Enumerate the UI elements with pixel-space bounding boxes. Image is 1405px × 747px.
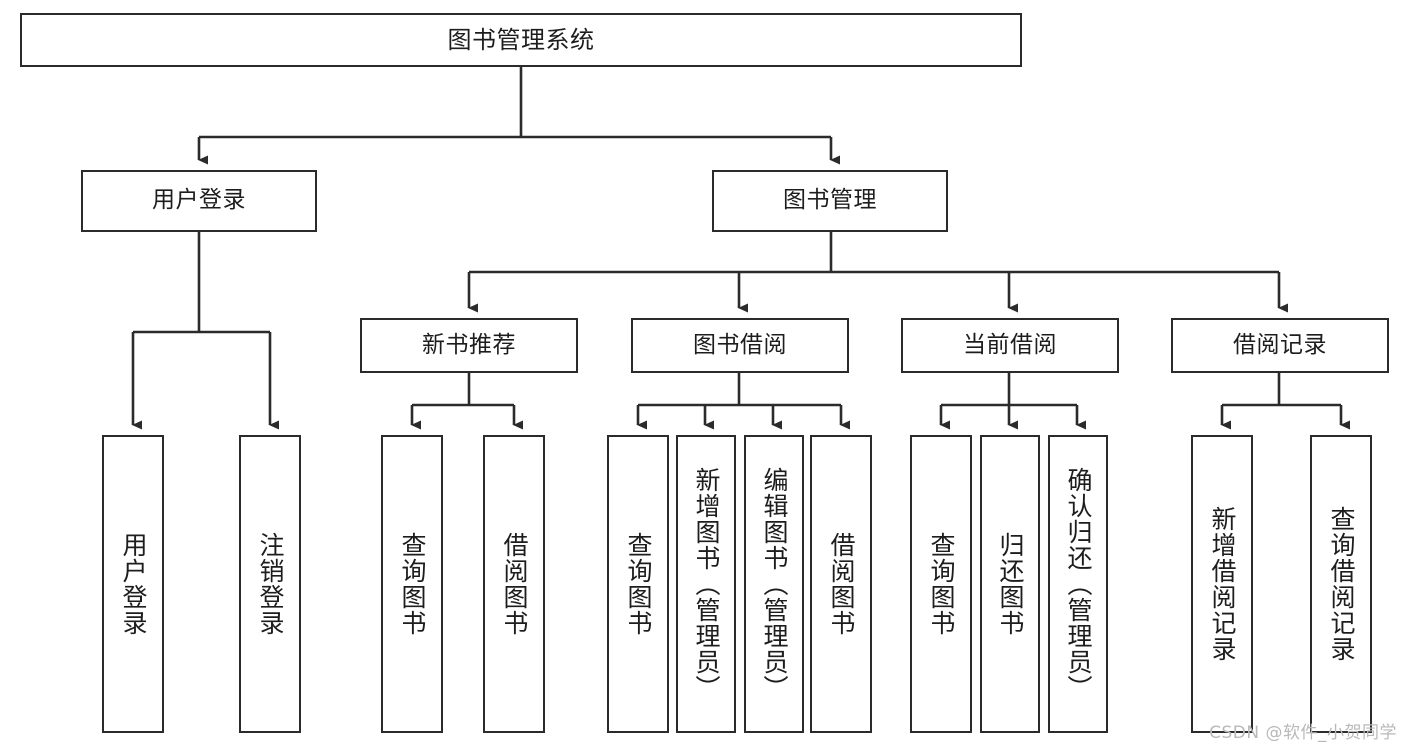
node-new-book-rec-label: 新书推荐: [422, 331, 516, 358]
node-leaf-borrow-book-2-label: 借阅图书: [827, 532, 856, 636]
node-leaf-return-book-label: 归还图书: [996, 532, 1025, 636]
node-leaf-query-book-2[interactable]: 查询图书: [607, 435, 669, 733]
node-leaf-confirm-return[interactable]: 确认归还（管理员）: [1048, 435, 1108, 733]
node-book-borrow[interactable]: 图书借阅: [631, 318, 849, 373]
node-current-borrow-label: 当前借阅: [963, 331, 1057, 358]
node-leaf-query-book-1[interactable]: 查询图书: [381, 435, 443, 733]
node-user-login[interactable]: 用户登录: [81, 170, 317, 232]
node-leaf-return-book[interactable]: 归还图书: [980, 435, 1040, 733]
csdn-watermark: CSDN @软件_小贺同学: [1209, 723, 1397, 743]
node-leaf-query-record-label: 查询借阅记录: [1327, 506, 1356, 662]
node-new-book-rec[interactable]: 新书推荐: [360, 318, 578, 373]
node-leaf-add-record[interactable]: 新增借阅记录: [1191, 435, 1253, 733]
node-leaf-query-book-3-label: 查询图书: [927, 532, 956, 636]
node-user-login-label: 用户登录: [152, 187, 246, 214]
node-leaf-edit-book-label: 编辑图书（管理员）: [760, 467, 789, 701]
node-current-borrow[interactable]: 当前借阅: [901, 318, 1119, 373]
node-leaf-logout[interactable]: 注销登录: [239, 435, 301, 733]
node-book-borrow-label: 图书借阅: [693, 331, 787, 358]
node-borrow-record[interactable]: 借阅记录: [1171, 318, 1389, 373]
node-leaf-user-login[interactable]: 用户登录: [102, 435, 164, 733]
node-leaf-confirm-return-label: 确认归还（管理员）: [1064, 467, 1093, 701]
node-leaf-add-book[interactable]: 新增图书（管理员）: [676, 435, 736, 733]
node-root[interactable]: 图书管理系统: [20, 13, 1022, 67]
node-leaf-query-book-3[interactable]: 查询图书: [910, 435, 972, 733]
node-leaf-edit-book[interactable]: 编辑图书（管理员）: [744, 435, 804, 733]
node-leaf-borrow-book-1[interactable]: 借阅图书: [483, 435, 545, 733]
node-leaf-borrow-book-1-label: 借阅图书: [500, 532, 529, 636]
node-leaf-query-book-2-label: 查询图书: [624, 532, 653, 636]
node-borrow-record-label: 借阅记录: [1233, 331, 1327, 358]
node-leaf-logout-label: 注销登录: [256, 532, 285, 636]
node-book-manage[interactable]: 图书管理: [712, 170, 948, 232]
node-book-manage-label: 图书管理: [783, 187, 877, 214]
node-leaf-user-login-label: 用户登录: [119, 532, 148, 636]
node-leaf-query-book-1-label: 查询图书: [398, 532, 427, 636]
node-leaf-borrow-book-2[interactable]: 借阅图书: [810, 435, 872, 733]
node-leaf-query-record[interactable]: 查询借阅记录: [1310, 435, 1372, 733]
node-root-label: 图书管理系统: [447, 25, 595, 54]
node-leaf-add-book-label: 新增图书（管理员）: [692, 467, 721, 701]
node-leaf-add-record-label: 新增借阅记录: [1208, 506, 1237, 662]
